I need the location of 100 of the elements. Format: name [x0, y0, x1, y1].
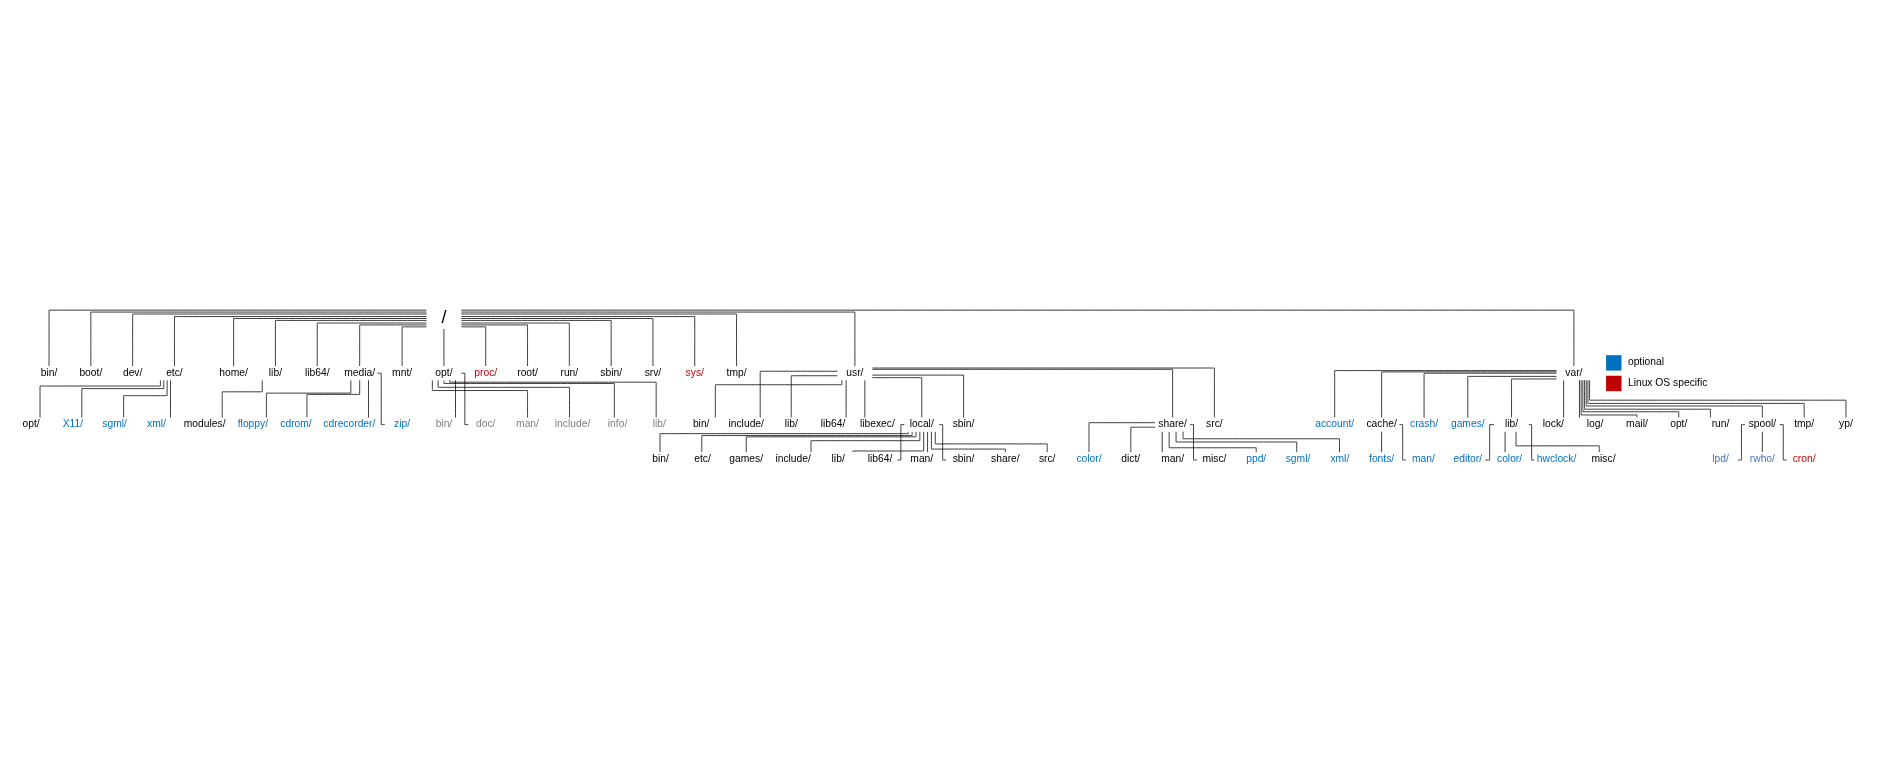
- connector: [431, 380, 528, 418]
- connector: [1528, 424, 1535, 461]
- node-text: account/: [1315, 418, 1355, 430]
- node-text: cron/: [1792, 452, 1816, 464]
- connector: [1381, 371, 1557, 418]
- node-text: info/: [607, 418, 628, 430]
- node-text: rwho/: [1749, 452, 1775, 464]
- node-text: log/: [1586, 418, 1604, 430]
- node-text: home/: [219, 366, 248, 378]
- node-text: man/: [1412, 452, 1435, 464]
- node-text: srv/: [644, 366, 662, 378]
- connector: [460, 311, 856, 367]
- connector: [1585, 379, 1763, 418]
- node-text: cdrecorder/: [323, 418, 376, 430]
- connector: [368, 379, 369, 418]
- node-text: xml/: [147, 418, 166, 430]
- connector: [1584, 379, 1711, 418]
- connector: [938, 424, 947, 461]
- node-text: zip/: [394, 418, 411, 430]
- node-text: share/: [991, 452, 1020, 464]
- node-text: lib/: [784, 418, 798, 430]
- node-text: bin/: [40, 366, 58, 378]
- connector: [1334, 370, 1557, 418]
- node-text: games/: [1450, 418, 1485, 430]
- connector: [461, 324, 528, 367]
- connector: [931, 431, 1006, 453]
- node-text: lpd/: [1712, 452, 1729, 464]
- node-text: misc/: [1202, 452, 1227, 464]
- node-text: run/: [560, 366, 579, 378]
- node-text: src/: [1038, 452, 1056, 464]
- node-text: libexec/: [859, 418, 895, 430]
- connector: [461, 372, 469, 425]
- node-text: lib64/: [304, 366, 330, 378]
- connector: [460, 316, 696, 367]
- connector: [266, 380, 352, 418]
- connector: [306, 379, 361, 418]
- connector: [1381, 431, 1382, 453]
- node-text: sgml/: [1285, 452, 1311, 464]
- connector: [174, 316, 427, 367]
- connector: [927, 431, 928, 453]
- connector: [460, 322, 570, 367]
- connector: [123, 379, 168, 418]
- node-text: sbin/: [952, 452, 975, 464]
- connector: [1168, 431, 1257, 453]
- node-text: lib/: [1504, 418, 1519, 430]
- node-text: /: [441, 306, 447, 327]
- node-text: include/: [554, 418, 591, 430]
- node-text: floppy/: [237, 418, 269, 430]
- connector: [745, 431, 917, 453]
- connector: [1175, 431, 1298, 453]
- node-text: root/: [517, 366, 538, 378]
- legend-label: Linux OS specific: [1627, 376, 1708, 388]
- node-text: etc/: [166, 366, 183, 378]
- connector: [443, 380, 615, 418]
- node-text: ppd/: [1246, 452, 1267, 464]
- connector: [1761, 431, 1763, 453]
- connector: [1515, 431, 1600, 453]
- node-text: yp/: [1839, 418, 1853, 430]
- connector: [461, 318, 654, 367]
- node-text: sbin/: [952, 418, 975, 430]
- node-text: lock/: [1542, 418, 1564, 430]
- connector: [275, 320, 427, 367]
- node-text: crash/: [1410, 418, 1439, 430]
- connector: [852, 431, 925, 453]
- node-text: boot/: [79, 366, 103, 378]
- connector: [455, 379, 456, 418]
- node-text: local/: [909, 418, 934, 430]
- node-text: lib/: [268, 366, 282, 378]
- node-text: lib/: [831, 452, 845, 464]
- node-text: color/: [1076, 452, 1102, 464]
- connector: [460, 313, 737, 367]
- connector: [1467, 376, 1557, 418]
- node-text: doc/: [476, 418, 496, 430]
- connector: [1484, 424, 1495, 461]
- node-text: tmp/: [726, 366, 747, 378]
- node-text: bin/: [692, 418, 710, 430]
- connector: [897, 424, 905, 461]
- node-text: sgml/: [102, 418, 127, 430]
- connector: [1189, 424, 1198, 461]
- legend-label: optional: [1627, 356, 1664, 368]
- node-text: media/: [344, 366, 376, 378]
- node-text: lib/: [652, 418, 666, 430]
- node-text: bin/: [652, 452, 669, 464]
- connector: [170, 379, 171, 418]
- node-text: tmp/: [1794, 418, 1815, 430]
- connector: [39, 380, 161, 418]
- node-text: opt/: [22, 418, 40, 430]
- node-text: color/: [1497, 452, 1523, 464]
- node-text: editor/: [1453, 452, 1483, 464]
- node-text: src/: [1206, 418, 1223, 430]
- node-text: man/: [516, 418, 539, 430]
- node-text: cdrom/: [280, 418, 312, 430]
- node-text: man/: [910, 452, 934, 464]
- node-text: fonts/: [1369, 452, 1395, 464]
- node-text: X11/: [62, 418, 84, 430]
- node-text: sys/: [685, 366, 704, 378]
- node-text: mnt/: [392, 366, 413, 378]
- node-text: dict/: [1121, 452, 1141, 464]
- node-text: sbin/: [600, 366, 622, 378]
- node-text: usr/: [846, 366, 864, 378]
